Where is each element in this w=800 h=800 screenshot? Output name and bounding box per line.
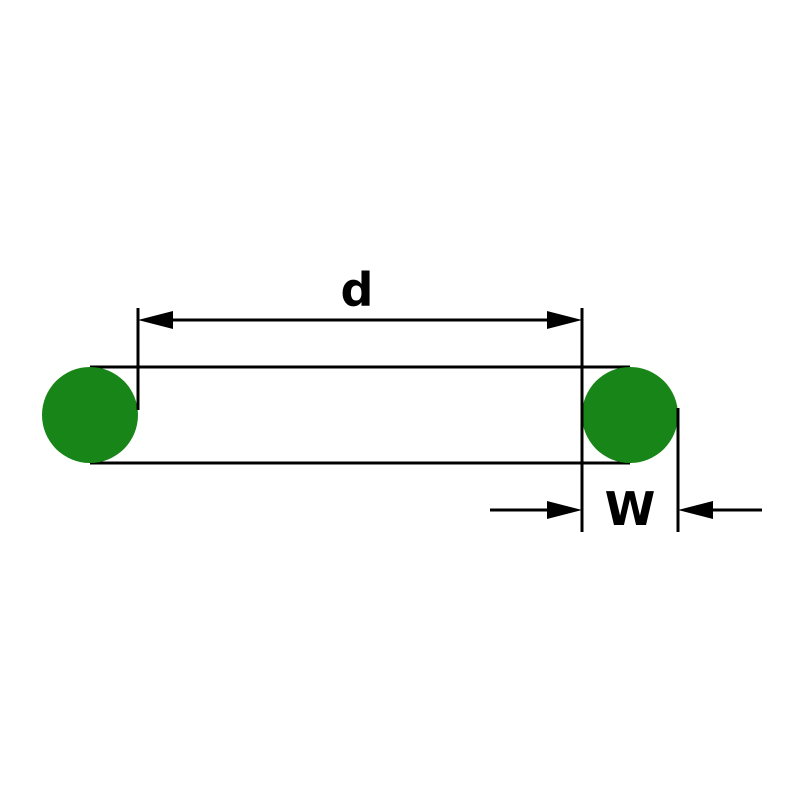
d-dimension-arrowhead-left bbox=[138, 311, 173, 329]
d-dimension-arrowhead-right bbox=[547, 311, 582, 329]
inner-diameter-label: d bbox=[341, 263, 374, 317]
w-dimension-arrowhead-right bbox=[678, 501, 713, 519]
cross-section-width-label: W bbox=[605, 482, 656, 536]
oring-left-cross-section bbox=[42, 367, 138, 463]
oring-right-cross-section bbox=[582, 367, 678, 463]
w-dimension-arrowhead-left bbox=[547, 501, 582, 519]
